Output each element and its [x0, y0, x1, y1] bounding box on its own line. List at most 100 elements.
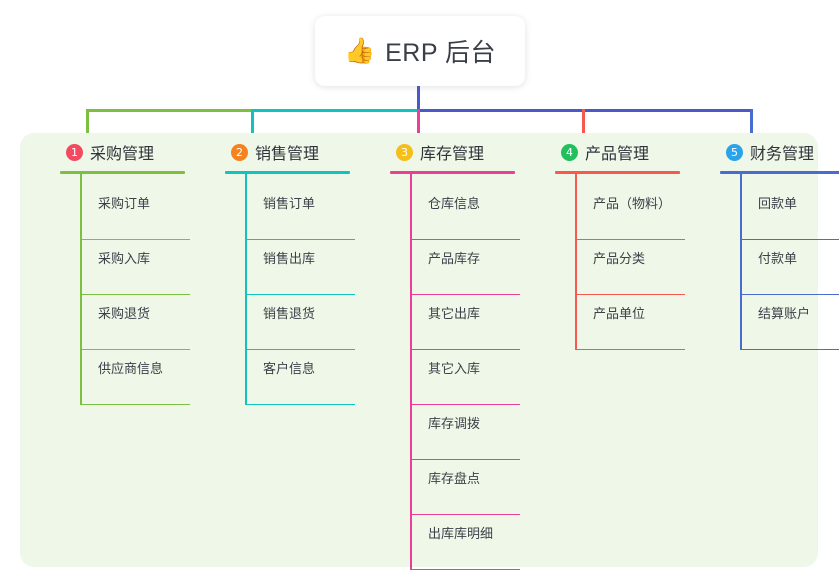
leaf-node[interactable]: 产品库存	[410, 240, 520, 295]
root-node[interactable]: 👍 ERP 后台	[315, 16, 525, 86]
column-badge-3: 3	[396, 143, 413, 161]
mindmap-panel: 1 采购管理采购订单采购入库采购退货供应商信息 2 销售管理销售订单销售出库销售退货客…	[20, 133, 839, 570]
column-spine-4	[575, 173, 577, 350]
leaf-label: 出库库明细	[428, 526, 494, 541]
leaf-rule	[740, 293, 839, 295]
leaf-rule	[80, 348, 190, 350]
column-header-2[interactable]: 2 销售管理	[213, 133, 378, 171]
leaf-node[interactable]: 其它出库	[410, 295, 520, 350]
leaf-rule	[245, 348, 355, 350]
leaf-label: 销售出库	[263, 251, 316, 266]
leaf-node[interactable]: 采购入库	[80, 240, 190, 295]
thumbs-up-icon: 👍	[343, 36, 376, 65]
column-header-3[interactable]: 3 库存管理	[378, 133, 543, 171]
column-title-3: 库存管理	[420, 146, 485, 163]
column-3: 3 库存管理仓库信息产品库存其它出库其它入库库存调拨库存盘点出库库明细	[378, 133, 543, 570]
column-5: 5 财务管理回款单付款单结算账户	[708, 133, 839, 350]
column-title-5: 财务管理	[750, 146, 815, 163]
drop-line-sales	[251, 109, 254, 136]
column-rule-1	[60, 171, 185, 174]
leaf-node[interactable]: 仓库信息	[410, 185, 520, 240]
leaf-rule	[575, 293, 685, 295]
column-badge-1: 1	[66, 143, 83, 161]
column-header-1[interactable]: 1 采购管理	[48, 133, 213, 171]
leaf-node[interactable]: 产品（物料）	[575, 185, 685, 240]
leaf-rule	[740, 238, 839, 240]
leaf-label: 采购订单	[98, 196, 151, 211]
leaf-label: 其它出库	[428, 306, 481, 321]
leaf-node[interactable]: 采购退货	[80, 295, 190, 350]
leaf-label: 销售退货	[263, 306, 316, 321]
leaf-rule	[410, 403, 520, 405]
leaf-rule	[245, 293, 355, 295]
column-spine-3	[410, 173, 412, 570]
root-title: ERP 后台	[385, 39, 497, 67]
leaf-node[interactable]: 采购订单	[80, 185, 190, 240]
column-title-2: 销售管理	[255, 146, 320, 163]
column-badge-4: 4	[561, 143, 578, 161]
leaf-label: 采购入库	[98, 251, 151, 266]
leaf-node[interactable]: 库存调拨	[410, 405, 520, 460]
leaf-label: 供应商信息	[98, 361, 164, 376]
leaf-node[interactable]: 其它入库	[410, 350, 520, 405]
leaf-node[interactable]: 销售订单	[245, 185, 355, 240]
leaf-label: 客户信息	[263, 361, 316, 376]
drop-line-inventory	[417, 109, 420, 136]
column-spine-2	[245, 173, 247, 405]
leaf-label: 库存盘点	[428, 471, 481, 486]
leaf-rule	[410, 568, 520, 570]
leaf-label: 产品（物料）	[593, 196, 672, 211]
leaf-rule	[410, 458, 520, 460]
column-rule-5	[720, 171, 839, 174]
column-rule-4	[555, 171, 680, 174]
column-2: 2 销售管理销售订单销售出库销售退货客户信息	[213, 133, 378, 405]
leaf-label: 仓库信息	[428, 196, 481, 211]
leaf-node[interactable]: 产品单位	[575, 295, 685, 350]
column-header-5[interactable]: 5 财务管理	[708, 133, 839, 171]
bus-segment-right	[417, 109, 753, 112]
leaf-rule	[740, 348, 839, 350]
leaf-label: 产品单位	[593, 306, 646, 321]
leaf-rule	[80, 293, 190, 295]
leaf-node[interactable]: 结算账户	[740, 295, 839, 350]
bus-segment-purchase	[86, 109, 254, 112]
leaf-node[interactable]: 产品分类	[575, 240, 685, 295]
column-badge-5: 5	[726, 143, 743, 161]
leaf-node[interactable]: 销售退货	[245, 295, 355, 350]
column-spine-5	[740, 173, 742, 350]
leaf-node[interactable]: 客户信息	[245, 350, 355, 405]
column-rule-2	[225, 171, 350, 174]
column-rule-3	[390, 171, 515, 174]
drop-line-finance	[750, 109, 753, 136]
trunk-line-vertical	[417, 86, 420, 111]
leaf-rule	[575, 238, 685, 240]
leaf-rule	[80, 238, 190, 240]
leaf-label: 产品库存	[428, 251, 481, 266]
leaf-rule	[410, 238, 520, 240]
leaf-rule	[410, 348, 520, 350]
column-4: 4 产品管理产品（物料） 产品分类产品单位	[543, 133, 708, 350]
leaf-node[interactable]: 销售出库	[245, 240, 355, 295]
leaf-rule	[575, 348, 685, 350]
leaf-node[interactable]: 供应商信息	[80, 350, 190, 405]
leaf-node[interactable]: 付款单	[740, 240, 839, 295]
leaf-rule	[80, 403, 190, 405]
leaf-label: 采购退货	[98, 306, 151, 321]
drop-line-purchase	[86, 109, 89, 136]
bus-segment-sales	[252, 109, 420, 112]
column-title-4: 产品管理	[585, 146, 650, 163]
column-badge-2: 2	[231, 143, 248, 161]
drop-line-product	[582, 109, 585, 136]
leaf-rule	[410, 293, 520, 295]
leaf-rule	[245, 403, 355, 405]
column-header-4[interactable]: 4 产品管理	[543, 133, 708, 171]
leaf-rule	[245, 238, 355, 240]
leaf-label: 付款单	[758, 251, 798, 266]
leaf-label: 其它入库	[428, 361, 481, 376]
leaf-node[interactable]: 回款单	[740, 185, 839, 240]
leaf-node[interactable]: 出库库明细	[410, 515, 520, 570]
leaf-label: 产品分类	[593, 251, 646, 266]
leaf-label: 库存调拨	[428, 416, 481, 431]
column-title-1: 采购管理	[90, 146, 155, 163]
leaf-node[interactable]: 库存盘点	[410, 460, 520, 515]
